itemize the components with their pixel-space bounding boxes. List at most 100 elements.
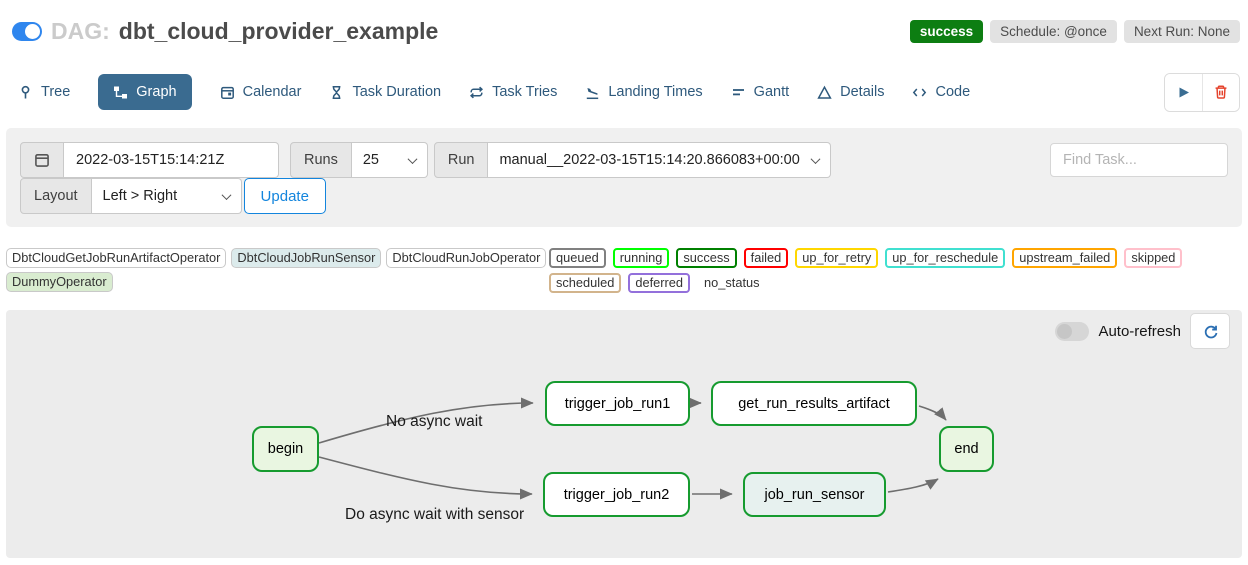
tab-label: Task Duration [352,84,442,100]
task-node-begin[interactable]: begin [252,426,319,472]
num-runs-group: Runs 25 [290,142,428,178]
tab-label: Details [840,84,885,100]
toggle-knob [1057,323,1073,339]
trash-icon [1215,85,1227,99]
status-badge-up-for-retry: up_for_retry [795,248,879,268]
tab-landing-times[interactable]: Landing Times [585,84,703,100]
details-icon [817,85,832,99]
find-task-input[interactable] [1050,143,1228,177]
tab-code[interactable]: Code [912,84,970,100]
operator-badge: DbtCloudRunJobOperator [386,248,547,268]
operator-badge: DummyOperator [6,272,113,292]
gantt-icon [732,88,744,95]
schedule-badge: Schedule: @once [990,20,1117,43]
play-icon [1179,87,1189,97]
status-badge-up-for-reschedule: up_for_reschedule [885,248,1006,268]
task-node-get-run-results-artifact[interactable]: get_run_results_artifact [711,381,917,426]
tab-label: Landing Times [608,84,703,100]
base-date-input[interactable] [64,142,279,178]
refresh-icon [1204,325,1217,338]
edge-begin-run2 [318,456,533,500]
tab-details[interactable]: Details [817,84,884,100]
tab-label: Calendar [242,84,302,100]
num-runs-value: 25 [362,152,379,168]
graph-icon [114,86,128,98]
auto-refresh-controls: Auto-refresh [1055,313,1230,349]
status-badge-upstream-failed: upstream_failed [1012,248,1118,268]
tab-tree[interactable]: Tree [18,84,70,100]
task-node-end[interactable]: end [939,426,994,472]
layout-select[interactable]: Left > Right [91,178,242,214]
auto-refresh-label: Auto-refresh [1098,322,1181,340]
hourglass-icon [333,85,341,99]
edge-label-async-sensor: Do async wait with sensor [345,506,525,523]
next-run-badge: Next Run: None [1123,20,1240,43]
tab-graph[interactable]: Graph [98,74,192,110]
toggle-knob [25,24,40,39]
status-badge-scheduled: scheduled [549,273,622,293]
dag-action-buttons [1164,72,1240,112]
operator-badge: DbtCloudGetJobRunArtifactOperator [6,248,227,268]
status-badge: success [909,20,984,43]
layout-label: Layout [20,178,92,214]
status-badge-success: success [676,248,737,268]
operator-badge: DbtCloudJobRunSensor [231,248,382,268]
tab-label: Tree [41,84,71,100]
trigger-dag-button[interactable] [1165,73,1202,111]
layout-group: Layout Left > Right [20,178,242,214]
run-select[interactable]: manual__2022-03-15T15:14:20.866083+00:00 [488,142,831,178]
run-value: manual__2022-03-15T15:14:20.866083+00:00 [499,152,800,168]
calendar-icon [35,153,49,167]
dag-graph-panel: Auto-refresh No async wait Do async wait… [6,310,1242,558]
dag-pause-toggle[interactable] [12,22,42,41]
dag-label: DAG: [51,18,110,44]
tab-task-tries[interactable]: Task Tries [469,84,557,100]
tab-label: Task Tries [492,84,558,100]
refresh-button[interactable] [1190,313,1230,349]
chevron-down-icon [810,153,821,164]
task-node-trigger-job-run1[interactable]: trigger_job_run1 [545,381,690,426]
base-date-group [20,142,279,178]
repeat-icon [470,86,484,98]
view-tabs: Tree Graph Calendar Task Duration Task T… [18,72,1240,112]
layout-value: Left > Right [102,188,178,204]
runs-label: Runs [290,142,352,178]
dag-edges [318,397,947,500]
calendar-icon [220,86,234,99]
plane-landing-icon [587,87,599,99]
chevron-down-icon [221,189,231,200]
filter-bar: Runs 25 Run manual__2022-03-15T15:14:20.… [6,128,1242,227]
task-node-job-run-sensor[interactable]: job_run_sensor [743,472,886,517]
tab-label: Graph [136,84,177,100]
edge-sensor-end [887,478,939,493]
status-legend: queued running success failed up_for_ret… [549,248,1242,293]
code-icon [913,88,927,96]
delete-dag-button[interactable] [1202,73,1239,111]
auto-refresh-toggle[interactable] [1055,321,1090,341]
edge-begin-run1 [318,397,534,444]
tab-label: Gantt [753,84,790,100]
edge-label-no-async: No async wait [386,413,483,430]
tree-icon [21,85,30,98]
status-badge-no-status: no_status [704,275,760,290]
status-badge-failed: failed [743,248,789,268]
chevron-down-icon [407,153,418,164]
tab-calendar[interactable]: Calendar [220,84,302,100]
run-label: Run [433,142,489,178]
num-runs-select[interactable]: 25 [351,142,428,178]
status-badge-queued: queued [549,248,606,268]
run-group: Run manual__2022-03-15T15:14:20.866083+0… [433,142,831,178]
operator-legend: DbtCloudGetJobRunArtifactOperator DbtClo… [6,248,549,292]
status-badge-running: running [612,248,670,268]
legend: DbtCloudGetJobRunArtifactOperator DbtClo… [6,248,1242,293]
update-button[interactable]: Update [243,178,326,214]
tab-gantt[interactable]: Gantt [731,84,789,100]
tab-label: Code [935,84,971,100]
edge-artifact-end [918,405,947,421]
dag-title: dbt_cloud_provider_example [118,18,439,44]
tab-task-duration[interactable]: Task Duration [329,84,441,100]
task-node-trigger-job-run2[interactable]: trigger_job_run2 [543,472,690,517]
status-badge-skipped: skipped [1124,248,1183,268]
dag-header: DAG: dbt_cloud_provider_example success … [0,0,1248,58]
calendar-addon [20,142,64,178]
